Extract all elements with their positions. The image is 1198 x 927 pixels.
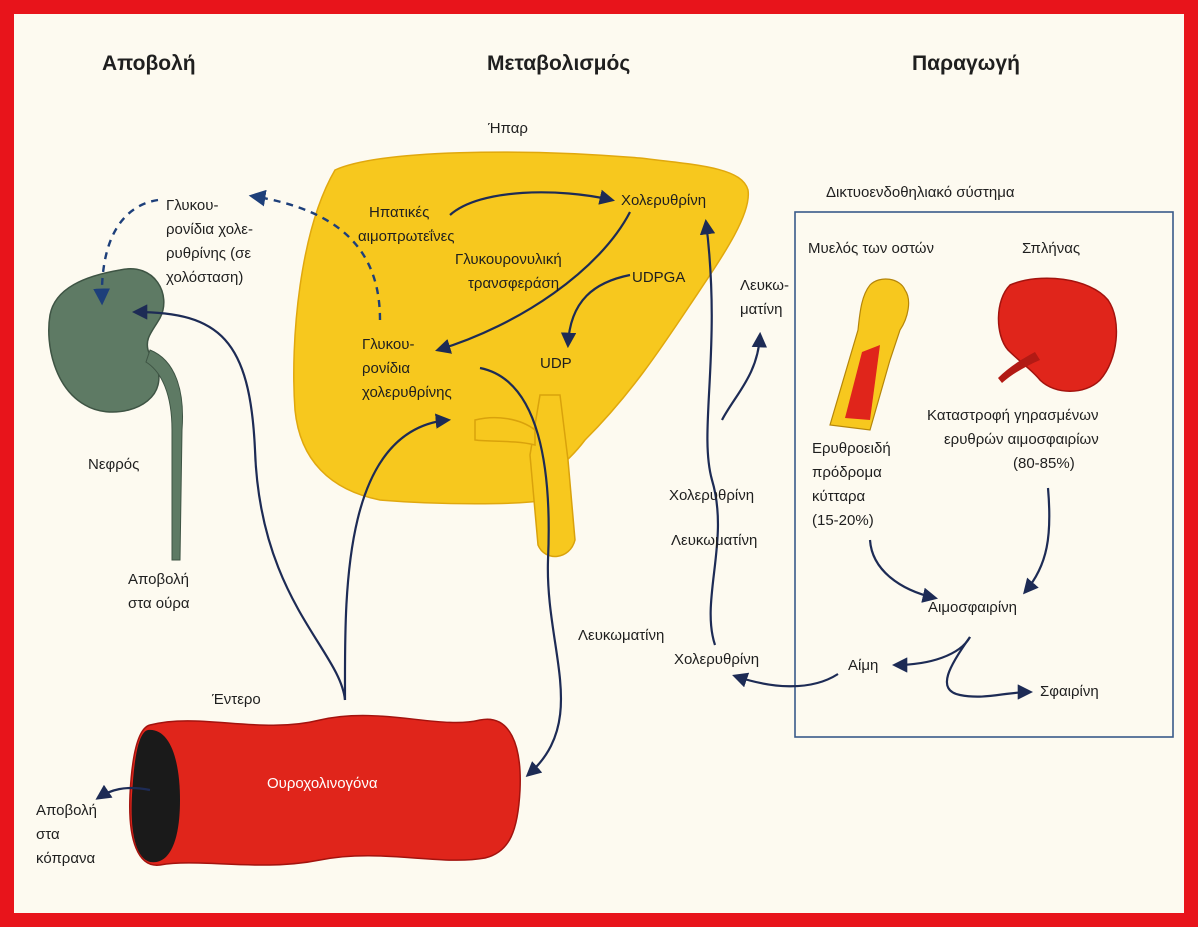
blood-albumin-top-2: ματίνη [740, 301, 782, 318]
blood-bilirubin-mid: Χολερυθρίνη [669, 487, 754, 504]
kidney-glucuronides-2: ρονίδια χολε- [166, 221, 253, 238]
kidney-glucuronides-3: ρυθρίνης (σε [166, 245, 251, 262]
res-precursors-2: πρόδρομα [812, 464, 882, 481]
liver-transferase-2: τρανσφεράση [468, 275, 559, 292]
res-precursors-3: κύτταρα [812, 488, 866, 505]
intestine-excretion-3: κόπρανα [36, 850, 96, 867]
header-excretion: Αποβολή [102, 52, 196, 75]
res-globin: Σφαιρίνη [1040, 683, 1099, 700]
kidney-excretion-1: Αποβολή [128, 571, 189, 588]
liver-glucuronides-1: Γλυκου- [362, 336, 414, 353]
blood-bilirubin-low: Χολερυθρίνη [674, 651, 759, 668]
kidney-glucuronides-1: Γλυκου- [166, 197, 218, 214]
liver-hepatic-proteins-1: Ηπατικές [369, 204, 429, 221]
res-precursors-1: Ερυθροειδή [812, 440, 891, 457]
liver-title: Ήπαρ [487, 120, 528, 137]
spleen-illustration [998, 278, 1116, 391]
blood-albumin-left: Λευκωματίνη [578, 627, 664, 644]
res-precursors-4: (15-20%) [812, 512, 874, 529]
kidney-glucuronides-4: χολόσταση) [166, 269, 243, 286]
res-destruction-3: (80-85%) [1013, 455, 1075, 472]
res-destruction-1: Καταστροφή γηρασμένων [927, 407, 1099, 424]
liver-hepatic-proteins-2: αιμοπρωτεΐνες [358, 228, 455, 245]
liver-transferase-1: Γλυκουρονυλική [455, 251, 562, 268]
blood-albumin-mid: Λευκωματίνη [671, 532, 757, 549]
blood-albumin-top-1: Λευκω- [740, 277, 789, 294]
intestine-excretion-2: στα [36, 826, 60, 843]
header-metabolism: Μεταβολισμός [487, 52, 630, 75]
bone-marrow-illustration [830, 279, 909, 430]
liver-udpga: UDPGA [632, 269, 685, 286]
res-spleen: Σπλήνας [1022, 240, 1080, 257]
liver-glucuronides-2: ρονίδια [362, 360, 410, 377]
intestine-content: Ουροχολινογόνα [267, 775, 378, 792]
kidney-excretion-2: στα ούρα [128, 595, 190, 612]
liver-bilirubin: Χολερυθρίνη [621, 192, 706, 209]
res-heme: Αίμη [848, 657, 878, 674]
header-production: Παραγωγή [912, 52, 1020, 75]
liver-glucuronides-3: χολερυθρίνης [362, 384, 452, 401]
res-marrow: Μυελός των οστών [808, 240, 934, 257]
intestine-title: Έντερο [211, 691, 261, 708]
kidney-name: Νεφρός [88, 456, 139, 473]
res-hemoglobin: Αιμοσφαιρίνη [928, 599, 1017, 616]
res-destruction-2: ερυθρών αιμοσφαιρίων [944, 431, 1099, 448]
res-title: Δικτυοενδοθηλιακό σύστημα [826, 184, 1015, 201]
liver-udp: UDP [540, 355, 572, 372]
intestine-excretion-1: Αποβολή [36, 802, 97, 819]
